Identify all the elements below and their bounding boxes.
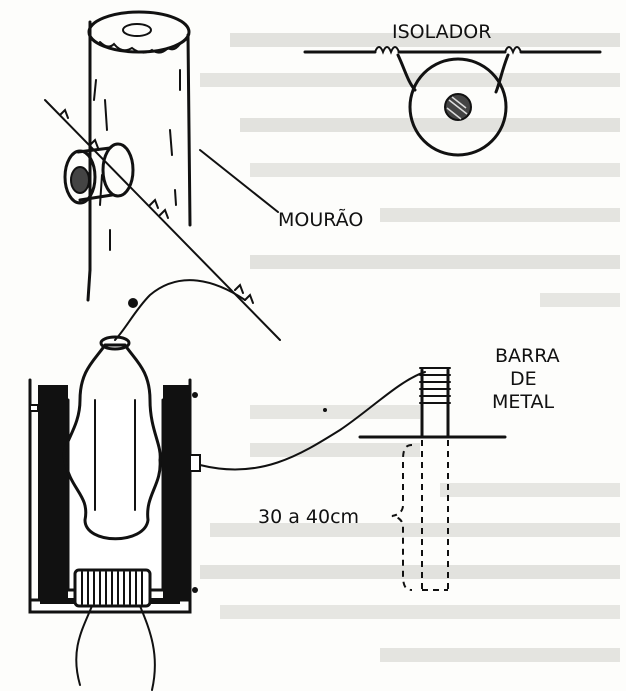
label-barra-2: DE <box>510 368 537 390</box>
label-depth: 30 a 40cm <box>258 506 359 528</box>
fence-post <box>86 10 192 302</box>
ground-wire <box>199 371 426 471</box>
wire-junction <box>128 298 138 308</box>
insulator-detail <box>303 46 602 157</box>
background-bleed-through <box>200 33 620 662</box>
label-barra-3: METAL <box>492 391 555 413</box>
metal-bar <box>358 367 507 591</box>
post-insulator <box>63 142 135 205</box>
label-barra-1: BARRA <box>495 345 560 367</box>
label-mourao: MOURÃO <box>278 208 363 231</box>
mourao-pointer <box>199 149 279 213</box>
barbed-wire-post <box>44 99 281 341</box>
depth-brace <box>391 444 413 591</box>
label-isolador: ISOLADOR <box>392 21 491 43</box>
lead-wire <box>114 279 246 341</box>
electrifier-device <box>28 335 201 691</box>
